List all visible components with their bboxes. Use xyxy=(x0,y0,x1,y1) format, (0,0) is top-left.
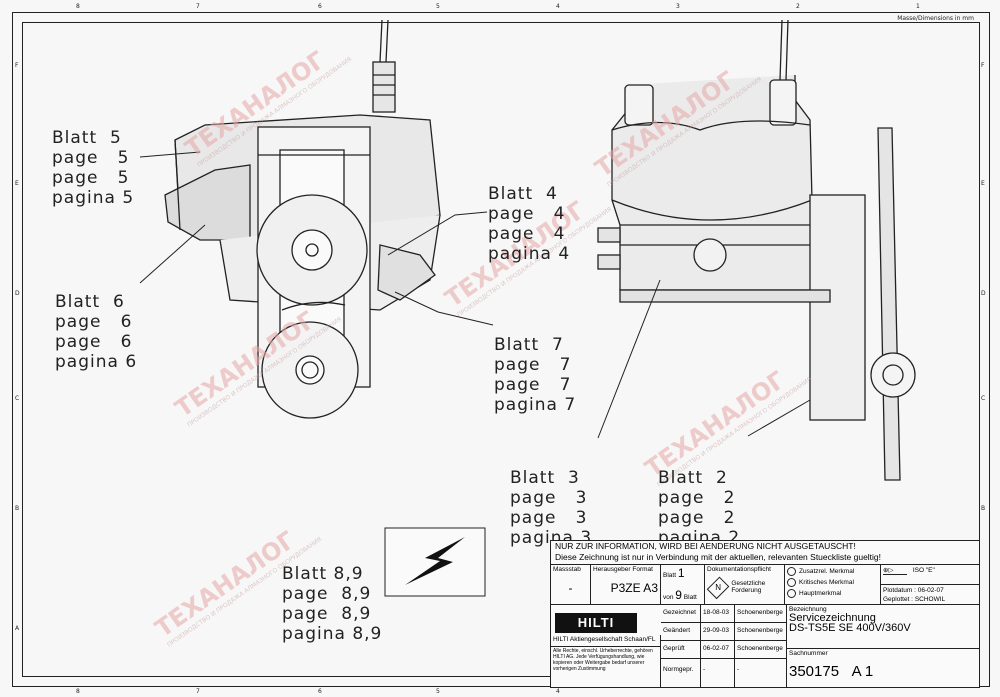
plot-cell: Plotdatum : 06-02-07 Geplottet : SCHOWIL xyxy=(881,585,979,605)
zone-left-D: D xyxy=(15,290,20,297)
hilti-logo: HILTI xyxy=(555,613,637,633)
zone-left-B: B xyxy=(15,505,20,512)
circle-symbol-icon xyxy=(787,588,796,598)
gezeichnet-date: 18-08-03 xyxy=(701,605,735,623)
geprueft-label: Geprüft xyxy=(661,641,701,659)
zone-top-6: 6 xyxy=(318,3,322,10)
zone-bottom-6: 6 xyxy=(318,688,322,695)
geaendert-date: 29-09-03 xyxy=(701,623,735,641)
zone-top-7: 7 xyxy=(196,3,200,10)
zone-bottom-4: 4 xyxy=(556,688,560,695)
notice-line-2: Diese Zeichnung ist nur in Verbindung mi… xyxy=(555,552,882,562)
normgepr-label: Normgepr. xyxy=(661,659,701,687)
notice-line-1: NUR ZUR INFORMATION, WIRD BEI AENDERUNG … xyxy=(555,541,856,551)
gezeichnet-label: Gezeichnet xyxy=(661,605,701,623)
part-number: 350175 xyxy=(789,663,840,680)
zone-right-D: D xyxy=(981,290,986,297)
zone-top-1: 1 xyxy=(916,3,920,10)
zone-right-F: F xyxy=(981,62,985,69)
normgepr-value: - xyxy=(701,659,735,687)
zone-top-4: 4 xyxy=(556,3,560,10)
title-block: NUR ZUR INFORMATION, WIRD BEI AENDERUNG … xyxy=(550,540,980,688)
zone-left-E: E xyxy=(15,180,19,187)
geprueft-name: Schoenenberge xyxy=(735,641,787,659)
geaendert-label: Geändert xyxy=(661,623,701,641)
zone-right-B: B xyxy=(981,505,986,512)
zone-right-C: C xyxy=(981,395,986,402)
rights-cell: Alle Rechte, einschl. Urheberrechte, geh… xyxy=(551,647,661,687)
outer-frame xyxy=(12,12,990,687)
zone-top-3: 3 xyxy=(676,3,680,10)
lightning-box xyxy=(384,527,486,597)
revision: A 1 xyxy=(851,663,874,680)
bezeichnung-cell: Bezeichnung Servicezeichnung DS-TS5E SE … xyxy=(787,605,979,649)
zone-top-2: 2 xyxy=(796,3,800,10)
zone-top-8: 8 xyxy=(76,3,80,10)
zone-left-F: F xyxy=(15,62,19,69)
normgepr-value-2: - xyxy=(735,659,787,687)
inner-frame xyxy=(22,22,980,677)
zone-left-C: C xyxy=(15,395,20,402)
drawing-title-2: DS-TS5E SE 400V/360V xyxy=(789,622,911,634)
geprueft-date: 06-02-07 xyxy=(701,641,735,659)
dimensions-note: Masse/Dimensions in mm xyxy=(897,15,974,22)
merkmal-cell: Zusatzrel. Merkmal Kritisches Merkmal Ha… xyxy=(785,565,881,605)
dokumentationspflicht-cell: Dokumentationspflicht N Gesetzliche Ford… xyxy=(705,565,785,605)
zone-bottom-7: 7 xyxy=(196,688,200,695)
projection-symbol-icon: ⊕▷ xyxy=(883,566,907,575)
zone-left-A: A xyxy=(15,625,20,632)
iso-cell: ⊕▷ ISO "E" xyxy=(881,565,979,585)
gezeichnet-name: Schoenenberge xyxy=(735,605,787,623)
company-cell: HILTI Aktiengesellschaft Schaan/FL xyxy=(551,635,661,647)
n-diamond-icon: N xyxy=(706,576,730,600)
drawing-title-1: Servicezeichnung xyxy=(789,612,876,624)
massstab-cell: Massstab - xyxy=(551,565,591,605)
sachnummer-cell: Sachnummer 350175 A 1 xyxy=(789,650,874,680)
notice: NUR ZUR INFORMATION, WIRD BEI AENDERUNG … xyxy=(551,541,979,565)
circle-symbol-icon xyxy=(787,577,796,587)
zone-bottom-8: 8 xyxy=(76,688,80,695)
herausgeber-cell: Herausgeber Format P3ZE A3 xyxy=(591,565,661,605)
zone-top-5: 5 xyxy=(436,3,440,10)
zone-bottom-5: 5 xyxy=(436,688,440,695)
blatt-cell: Blatt 1 von 9 Blatt xyxy=(661,565,705,605)
circle-symbol-icon xyxy=(787,566,796,576)
geaendert-name: Schoenenberge xyxy=(735,623,787,641)
zone-right-E: E xyxy=(981,180,985,187)
